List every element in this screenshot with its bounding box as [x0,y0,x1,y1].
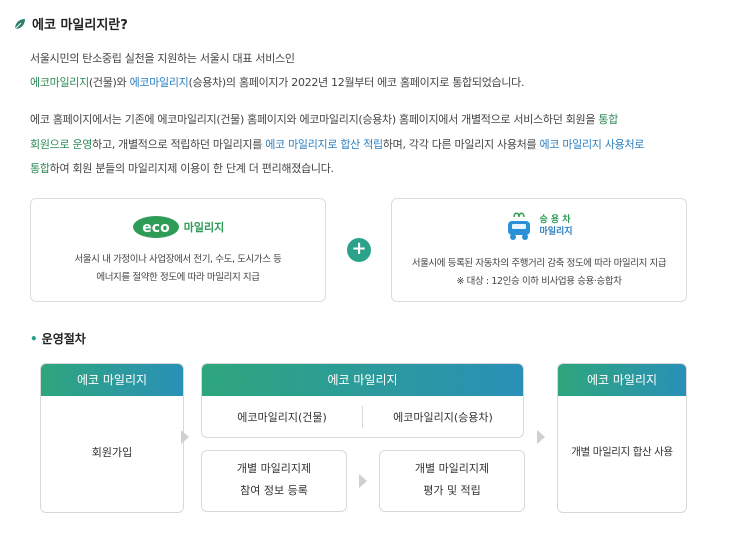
leaf-icon [14,18,25,29]
step-2-box: 에코 마일리지 에코마일리지(건물) 에코마일리지(승용차) [201,363,524,438]
card-car-line-2: ※ 대상 : 12인승 이하 비사업용 승용·승합차 [456,276,622,287]
car-icon [508,212,531,240]
step-2-header: 에코 마일리지 [202,364,523,396]
step-1-body: 회원가입 [91,446,133,459]
car-logo-line-1: 승 용 차 [539,215,571,225]
para-line-2: 회원으로 운영하고, 개별적으로 적립하던 마일리지를 에코 마일리지로 합산 … [30,136,644,152]
arrow-right-icon [181,430,189,444]
page-title: 에코 마일리지란? [14,14,128,33]
para-highlight: 회원으로 운영 [30,138,93,151]
para-text: 하여 회원 분들의 마일리지제 이용이 한 단계 더 편리해졌습니다. [49,162,334,175]
sub-register-line-2: 참여 정보 등록 [240,484,308,497]
step-2-car: 에코마일리지(승용차) [393,411,493,424]
car-logo-line-2: 마일리지 [539,227,573,237]
page-title-text: 에코 마일리지란? [32,18,128,33]
arrow-right-icon [359,474,367,488]
sub-register-line-1: 개별 마일리지제 [236,462,312,475]
procedure-title-text: 운영절차 [41,332,86,346]
eco-logo-sub: 마일리지 [183,221,225,234]
intro-line-2: 에코마일리지(건물)와 에코마일리지(승용차)의 홈페이지가 2022년 12월… [30,74,524,90]
para-text: 하며, 각각 다른 마일리지 사용처를 [382,138,540,151]
para-highlight: 통합 [30,162,50,175]
card-building-line-2: 에너지를 절약한 정도에 따라 마일리지 지급 [96,272,260,283]
card-eco-building: eco 마일리지 서울시 내 가정이나 사업장에서 전기, 수도, 도시가스 등… [30,198,326,302]
card-car-line-1: 서울시에 등록된 자동차의 주행거리 감축 정도에 따라 마일리지 지급 [411,258,667,269]
para-highlight: 에코 마일리지 사용처로 [539,138,645,151]
step-1-box: 에코 마일리지 회원가입 [40,363,184,513]
divider [362,406,363,428]
arrow-right-icon [537,430,545,444]
sub-evaluate-line-2: 평가 및 적립 [423,484,481,497]
para-line-1: 에코 홈페이지에서는 기존에 에코마일리지(건물) 홈페이지와 에코마일리지(승… [30,111,618,127]
procedure-section-title: •운영절차 [30,330,86,347]
svg-text:eco: eco [142,220,170,236]
para-line-3: 통합하여 회원 분들의 마일리지제 이용이 한 단계 더 편리해졌습니다. [30,160,334,176]
step-3-header: 에코 마일리지 [558,364,686,396]
para-highlight: 통합 [598,113,619,126]
step-3-box: 에코 마일리지 개별 마일리지 합산 사용 [557,363,687,513]
plus-icon: + [347,238,371,262]
sub-evaluate-line-1: 개별 마일리지제 [414,462,490,475]
step-1-header: 에코 마일리지 [41,364,183,396]
intro-line-1: 서울시민의 탄소중립 실천을 지원하는 서울시 대표 서비스인 [30,52,295,65]
card-eco-car: 승 용 차 마일리지 서울시에 등록된 자동차의 주행거리 감축 정도에 따라 … [391,198,687,302]
bullet-icon: • [30,332,38,346]
para-text: 하고, 개별적으로 적립하던 마일리지를 [92,138,266,151]
intro-text: (건물)와 [88,76,130,89]
eco-mileage-logo: eco 마일리지 [31,215,325,239]
intro-text: (승용차)의 홈페이지가 2022년 12월부터 에코 홈페이지로 통합되었습니… [188,76,525,89]
eco-car-link: 에코마일리지 [129,76,189,89]
eco-building-link: 에코마일리지 [30,76,89,89]
step-2-sub-evaluate: 개별 마일리지제 평가 및 적립 [379,450,525,512]
car-mileage-logo: 승 용 차 마일리지 [392,211,686,241]
eco-logo-icon: eco [132,216,179,238]
para-highlight: 에코 마일리지로 합산 적립 [265,138,383,151]
step-2-sub-register: 개별 마일리지제 참여 정보 등록 [201,450,347,512]
step-2-building: 에코마일리지(건물) [237,411,327,424]
step-3-body: 개별 마일리지 합산 사용 [571,446,673,458]
para-text: 에코 홈페이지에서는 기존에 에코마일리지(건물) 홈페이지와 에코마일리지(승… [30,113,599,126]
card-building-line-1: 서울시 내 가정이나 사업장에서 전기, 수도, 도시가스 등 [74,254,282,265]
